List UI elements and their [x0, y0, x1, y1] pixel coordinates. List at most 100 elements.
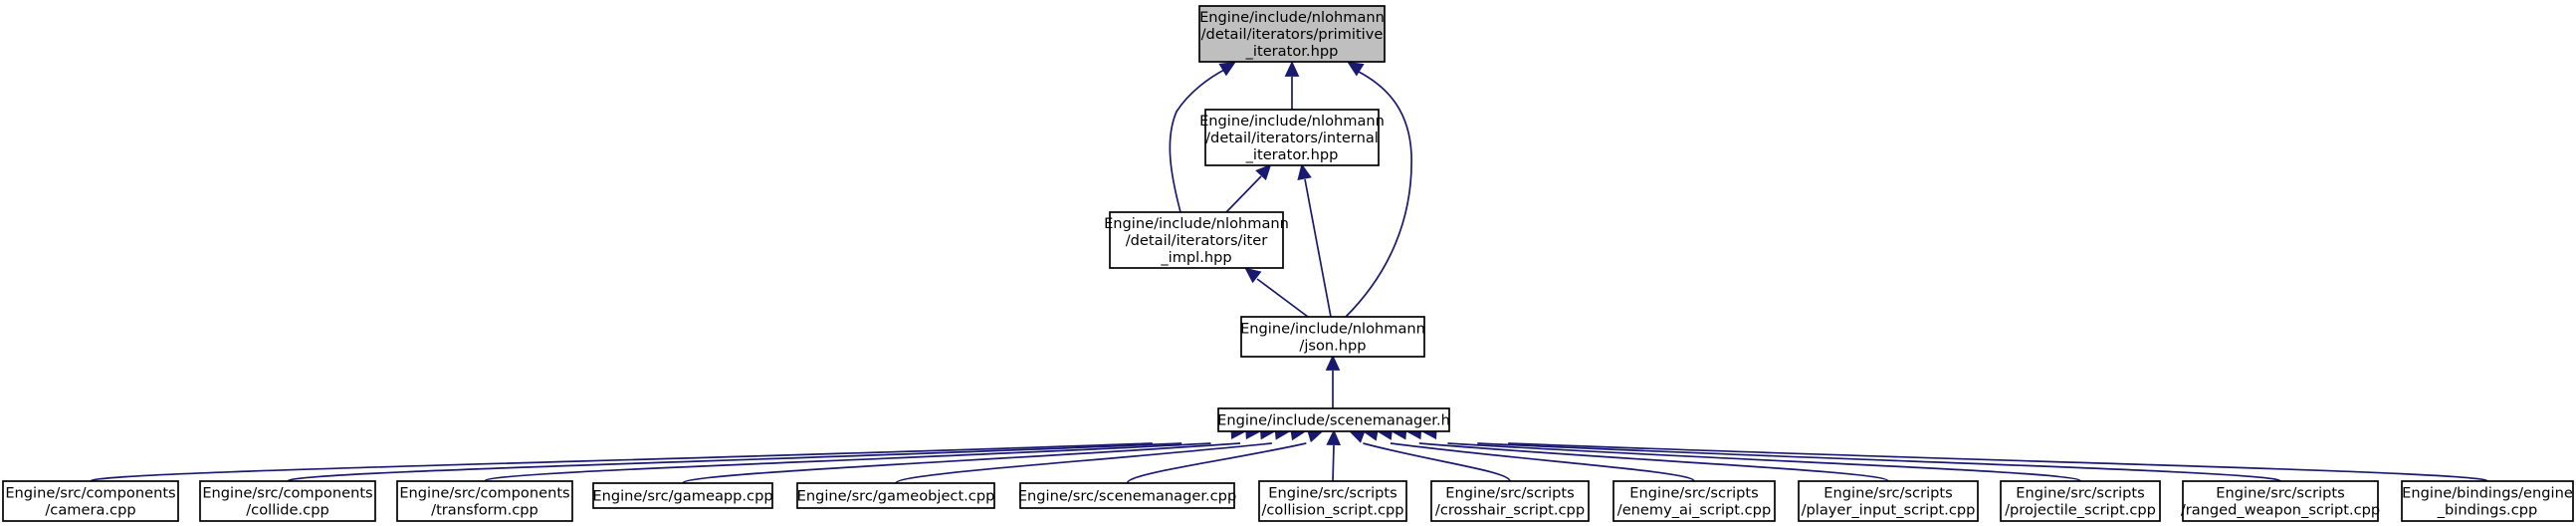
- edge-line: [287, 442, 1182, 482]
- node-enemy-ai-script[interactable]: Engine/src/scripts/enemy_ai_script.cpp: [1612, 480, 1776, 522]
- node-collide[interactable]: Engine/src/components/collide.cpp: [199, 480, 376, 522]
- node-box[interactable]: [2182, 480, 2379, 522]
- node-box[interactable]: [199, 480, 376, 522]
- node-camera[interactable]: Engine/src/components/camera.cpp: [2, 480, 179, 522]
- edge-line: [1508, 442, 2488, 482]
- node-box[interactable]: [2401, 480, 2574, 522]
- node-label-line: Engine/bindings/engine: [2402, 485, 2573, 502]
- node-label-line: Engine/src/scripts: [1824, 485, 1952, 502]
- node-box[interactable]: [1258, 480, 1407, 522]
- node-label-line: /transform.cpp: [431, 502, 538, 519]
- node-label-line: Engine/src/scripts: [1629, 485, 1758, 502]
- edge-line: [682, 442, 1241, 484]
- node-label-line: /crosshair_script.cpp: [1435, 502, 1585, 519]
- edge-engine_bindings-to-scenemanager_h: [1420, 424, 2488, 482]
- edge-json-to-iter_impl: [1244, 267, 1309, 318]
- node-label-line: Engine/include/nlohmann: [1104, 215, 1289, 232]
- node-label-line: Engine/src/gameobject.cpp: [797, 488, 995, 505]
- node-label-line: Engine/include/nlohmann: [1199, 9, 1385, 26]
- node-box[interactable]: [1198, 5, 1386, 63]
- node-internal-iterator[interactable]: Engine/include/nlohmann/detail/iterators…: [1199, 109, 1385, 166]
- node-gameobject[interactable]: Engine/src/gameobject.cpp: [796, 482, 995, 509]
- edge-arrowhead: [1284, 60, 1300, 77]
- edge-arrowhead: [1325, 354, 1341, 371]
- edge-line: [1304, 178, 1332, 318]
- edge-internal_iterator-to-primitive_iterator: [1284, 60, 1300, 110]
- node-box[interactable]: [1240, 316, 1425, 358]
- node-label-line: Engine/src/scripts: [1445, 485, 1574, 502]
- node-box[interactable]: [1204, 109, 1380, 166]
- node-box[interactable]: [1217, 407, 1450, 432]
- node-box[interactable]: [1430, 480, 1590, 522]
- node-scenemanager-h[interactable]: Engine/include/scenemanager.h: [1217, 407, 1450, 432]
- node-label-line: Engine/src/components: [202, 485, 372, 502]
- node-primitive-iterator[interactable]: Engine/include/nlohmann/detail/iterators…: [1198, 5, 1386, 63]
- edges-layer: [90, 60, 2488, 484]
- edge-iter_impl-to-primitive_iterator: [1169, 61, 1236, 213]
- nodes-layer: Engine/include/nlohmann/detail/iterators…: [2, 5, 2574, 522]
- node-label-line: /projectile_script.cpp: [2005, 502, 2156, 519]
- node-label-line: _bindings.cpp: [2437, 502, 2538, 519]
- edge-collision_script-to-scenemanager_h: [1326, 428, 1342, 482]
- node-box[interactable]: [396, 480, 573, 522]
- node-box[interactable]: [2, 480, 179, 522]
- node-label-line: Engine/src/scenemanager.cpp: [1018, 488, 1236, 505]
- node-engine-bindings[interactable]: Engine/bindings/engine_bindings.cpp: [2401, 480, 2574, 522]
- edge-line: [1332, 444, 1335, 482]
- node-box[interactable]: [1109, 211, 1284, 269]
- edge-line: [1225, 175, 1262, 213]
- edge-line: [484, 442, 1211, 482]
- edge-line: [1477, 442, 2281, 482]
- node-label-line: /detail/iterators/iter: [1126, 232, 1267, 249]
- node-label-line: /json.hpp: [1299, 338, 1366, 355]
- edge-line: [1345, 71, 1412, 318]
- node-ranged-weapon-script[interactable]: Engine/src/scripts/ranged_weapon_script.…: [2181, 480, 2380, 522]
- edge-arrowhead: [1255, 163, 1272, 181]
- edge-arrowhead: [1326, 428, 1342, 445]
- edge-arrowhead: [1297, 163, 1312, 180]
- node-label-line: _impl.hpp: [1160, 249, 1231, 266]
- node-box[interactable]: [796, 482, 995, 509]
- node-box[interactable]: [592, 482, 773, 509]
- node-label-line: /detail/iterators/primitive: [1201, 26, 1384, 43]
- node-label-line: Engine/src/scripts: [1268, 485, 1396, 502]
- node-projectile-script[interactable]: Engine/src/scripts/projectile_script.cpp: [2000, 480, 2161, 522]
- edge-arrowhead: [1347, 61, 1365, 77]
- node-transform[interactable]: Engine/src/components/transform.cpp: [396, 480, 573, 522]
- node-player-input-script[interactable]: Engine/src/scripts/player_input_script.c…: [1798, 480, 1979, 522]
- edge-line: [1363, 442, 1511, 482]
- edge-line: [1169, 69, 1225, 213]
- edge-line: [1418, 442, 1889, 482]
- node-crosshair-script[interactable]: Engine/src/scripts/crosshair_script.cpp: [1430, 480, 1590, 522]
- node-box[interactable]: [1612, 480, 1776, 522]
- node-json[interactable]: Engine/include/nlohmann/json.hpp: [1240, 316, 1425, 358]
- node-label-line: _iterator.hpp: [1245, 146, 1339, 163]
- node-label-line: /enemy_ai_script.cpp: [1617, 502, 1771, 519]
- node-label-line: /detail/iterators/internal: [1205, 130, 1379, 146]
- node-gameapp[interactable]: Engine/src/gameapp.cpp: [592, 482, 773, 509]
- node-label-line: Engine/src/components: [399, 485, 569, 502]
- node-collision-script[interactable]: Engine/src/scripts/collision_script.cpp: [1258, 480, 1407, 522]
- node-label-line: Engine/include/nlohmann: [1240, 321, 1425, 338]
- edge-line: [90, 442, 1153, 482]
- node-label-line: Engine/src/scripts: [2216, 485, 2344, 502]
- edge-arrowhead: [1244, 267, 1262, 284]
- edge-line: [895, 442, 1272, 484]
- edge-json-to-internal_iterator: [1297, 163, 1332, 318]
- node-label-line: /ranged_weapon_script.cpp: [2181, 502, 2380, 519]
- edge-json-to-primitive_iterator: [1345, 61, 1412, 318]
- edge-arrowhead: [1218, 61, 1236, 77]
- node-box[interactable]: [1019, 482, 1235, 509]
- node-label-line: /collide.cpp: [246, 502, 328, 519]
- node-box[interactable]: [2000, 480, 2161, 522]
- node-box[interactable]: [1798, 480, 1979, 522]
- node-iter-impl[interactable]: Engine/include/nlohmann/detail/iterators…: [1104, 211, 1289, 269]
- node-label-line: Engine/src/components: [5, 485, 175, 502]
- node-scenemanager-cpp[interactable]: Engine/src/scenemanager.cpp: [1018, 482, 1236, 509]
- node-label-line: Engine/include/scenemanager.h: [1217, 412, 1450, 429]
- node-label-line: Engine/src/scripts: [2016, 485, 2144, 502]
- node-label-line: Engine/src/gameapp.cpp: [592, 488, 772, 505]
- node-label-line: /camera.cpp: [45, 502, 135, 519]
- node-label-line: _iterator.hpp: [1245, 43, 1339, 60]
